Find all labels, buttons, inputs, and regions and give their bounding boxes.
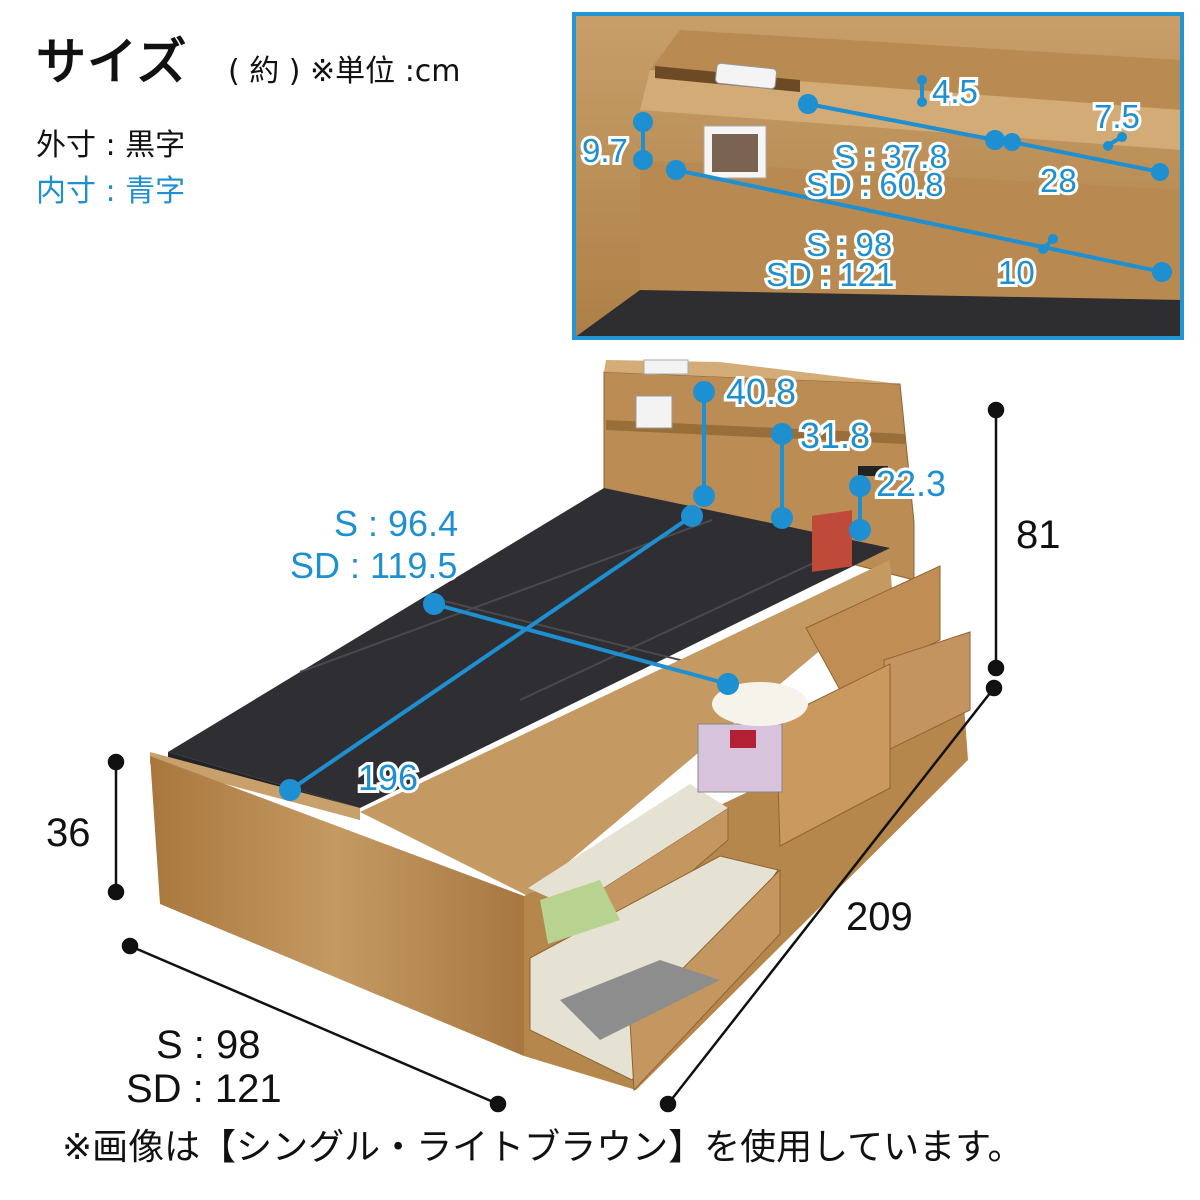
label-width-s: S : 98 (156, 1023, 261, 1067)
inset-label-h-front: 9.7 (582, 132, 628, 169)
inset-label-top-right: 28 (1040, 162, 1077, 199)
bed-illustration (150, 359, 971, 1092)
blue-dimension-lines (279, 381, 871, 801)
label-height-40: 40.8 (726, 371, 796, 412)
inset-label-mid-sd: SD : 121 (766, 256, 894, 293)
label-total-length: 209 (846, 895, 913, 939)
label-height-31: 31.8 (800, 415, 870, 456)
legend-outer-dimensions: 外寸 : 黒字 (36, 128, 186, 163)
image-footnote: ※画像は【シングル・ライトブラウン】を使用しています。 (62, 1127, 1024, 1168)
inset-label-top-s: S : 37.8 (834, 138, 948, 175)
inset-label-h-top: 4.5 (932, 73, 978, 110)
headboard-closeup-inset: 4.5 7.5 9.7 S : 37.8 SD : 60.8 28 S : 98… (572, 12, 1184, 340)
inset-label-h-side: 7.5 (1094, 98, 1140, 135)
black-dimension-lines (107, 401, 1005, 1113)
unit-note: ( 約 ) ※単位 :cm (228, 54, 461, 89)
label-height-22: 22.3 (876, 463, 946, 504)
label-inner-width-sd: SD : 119.5 (290, 545, 457, 586)
label-width-sd: SD : 121 (126, 1067, 282, 1111)
legend-inner-dimensions: 内寸 : 青字 (36, 174, 186, 209)
label-inner-length: 196 (358, 757, 418, 798)
label-base-height: 36 (46, 811, 91, 855)
label-inner-width-s: S : 96.4 (334, 503, 458, 544)
label-total-height: 81 (1016, 513, 1061, 557)
inset-border (572, 12, 1184, 340)
inset-label-mid-s: S : 98 (806, 226, 892, 263)
inset-label-top-sd: SD : 60.8 (806, 166, 944, 203)
inset-label-depth: 10 (998, 254, 1035, 291)
page-title: サイズ (36, 33, 188, 91)
